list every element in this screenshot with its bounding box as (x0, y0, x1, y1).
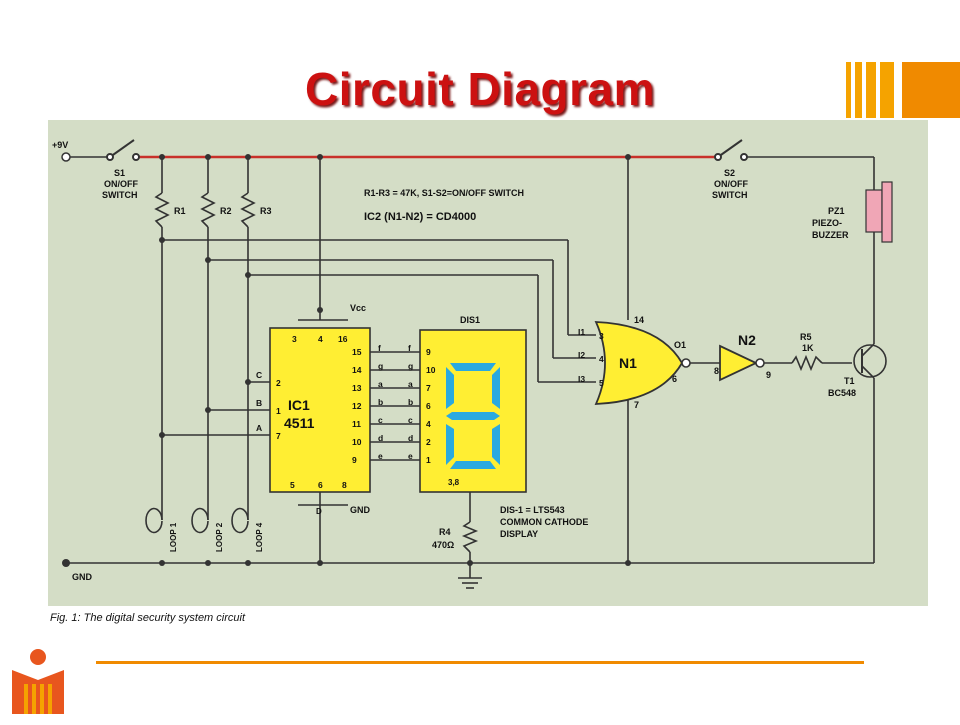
n1-input-pin: 4 (599, 354, 604, 364)
ic1-bottom-pin: 5 (290, 480, 295, 490)
ic1-right-pin: 12 (352, 401, 362, 411)
ic1-bottom-pin: 6 (318, 480, 323, 490)
r3-label: R3 (260, 206, 272, 216)
note-ic2: IC2 (N1-N2) = CD4000 (364, 211, 476, 223)
s1-name: S1 (114, 168, 125, 178)
pz1-label: PZ1 (828, 206, 845, 216)
n1-input-label: I2 (578, 350, 585, 360)
t1-part: BC548 (828, 388, 856, 398)
dis1-pin: 10 (426, 365, 436, 375)
s2-name: S2 (724, 168, 735, 178)
dis1-pin: 4 (426, 419, 431, 429)
s1-line2: SWITCH (102, 190, 138, 200)
s1-line1: ON/OFF (104, 179, 138, 189)
ic1-right-pin: 15 (352, 347, 362, 357)
ic1-segment-label: f (378, 343, 381, 353)
footer-rule (96, 661, 864, 664)
n2-in-pin: 8 (714, 366, 719, 376)
r2-label: R2 (220, 206, 232, 216)
dis1-common-pins: 3,8 (448, 478, 460, 487)
r5-label: R5 (800, 332, 812, 342)
note-resistors: R1-R3 = 47K, S1-S2=ON/OFF SWITCH (364, 188, 524, 198)
ground-label: GND (72, 572, 93, 582)
loop-label: LOOP 4 (255, 522, 264, 552)
dis1-segment-label: g (408, 361, 413, 371)
n2-label: N2 (738, 332, 756, 348)
dis1-segment-label: d (408, 433, 413, 443)
corner-logo (846, 62, 960, 118)
dis1-pin: 7 (426, 383, 431, 393)
s2-line1: ON/OFF (714, 179, 748, 189)
n2-out-pin: 9 (766, 370, 771, 380)
n1-vdd-pin: 14 (634, 315, 644, 325)
dis1-segment-label: e (408, 451, 413, 461)
dis1-label: DIS1 (460, 315, 480, 325)
n1-label: N1 (619, 355, 637, 371)
ic1-input-label: B (256, 398, 262, 408)
r5-value: 1K (802, 343, 814, 353)
figure-caption: Fig. 1: The digital security system circ… (50, 612, 246, 624)
s2-line2: SWITCH (712, 190, 748, 200)
dis1-segment-label: a (408, 379, 413, 389)
dis1-pin: 6 (426, 401, 431, 411)
pz1-line2: BUZZER (812, 230, 849, 240)
ic1-pin-d: D (316, 507, 322, 516)
ic1-left-pin: 1 (276, 406, 281, 416)
r4-value: 470Ω (432, 540, 454, 550)
n1-vss-pin: 7 (634, 400, 639, 410)
ic1-right-pin: 14 (352, 365, 362, 375)
dis1-desc3: DISPLAY (500, 529, 538, 539)
ic1-input-label: C (256, 370, 262, 380)
supply-label: +9V (52, 140, 68, 150)
n1-input-pin: 5 (599, 378, 604, 388)
brand-logo (4, 640, 76, 720)
pz1-line1: PIEZO- (812, 218, 842, 228)
dis1-pin: 9 (426, 347, 431, 357)
dis1-desc2: COMMON CATHODE (500, 517, 588, 527)
dis1-pin: 2 (426, 437, 431, 447)
n1-out-label: O1 (674, 340, 686, 350)
ic1-segment-label: b (378, 397, 383, 407)
ic1-right-pin: 10 (352, 437, 362, 447)
ic1-bottom-pin: 8 (342, 480, 347, 490)
dis1-desc1: DIS-1 = LTS543 (500, 505, 565, 515)
ic1-top-pin: 3 (292, 334, 297, 344)
ic1-part: 4511 (284, 415, 315, 431)
ic1-segment-label: e (378, 451, 383, 461)
ic1-input-label: A (256, 423, 262, 433)
ic1-segment-label: g (378, 361, 383, 371)
n1-out-pin: 6 (672, 374, 677, 384)
ic1-right-pin: 9 (352, 455, 357, 465)
circuit-diagram: +9V GND S1 ON/OFF SWITCH S2 ON/OFF SWITC… (48, 120, 928, 606)
loop-label: LOOP 1 (169, 522, 178, 552)
dis1-pin: 1 (426, 455, 431, 465)
r4-label: R4 (439, 527, 451, 537)
ic1-gnd-label: GND (350, 505, 371, 515)
n1-input-pin: 3 (599, 331, 604, 341)
ic1-left-pin: 7 (276, 431, 281, 441)
slide-title: Circuit Diagram (304, 63, 656, 115)
n1-input-label: I1 (578, 327, 585, 337)
ic1-segment-label: c (378, 415, 383, 425)
dis1-segment-label: f (408, 343, 411, 353)
r1-label: R1 (174, 206, 186, 216)
ic1-left-pin: 2 (276, 378, 281, 388)
ic1-right-pin: 13 (352, 383, 362, 393)
ic1-right-pin: 11 (352, 419, 361, 429)
loop-label: LOOP 2 (215, 522, 224, 552)
n1-input-label: I3 (578, 374, 585, 384)
ic1-top-pin: 4 (318, 334, 323, 344)
ic1-segment-label: d (378, 433, 383, 443)
dis1-segment-label: b (408, 397, 413, 407)
ic1-name: IC1 (288, 397, 310, 413)
dis1-segment-label: c (408, 415, 413, 425)
vcc-label: Vcc (350, 303, 366, 313)
ic1-segment-label: a (378, 379, 383, 389)
ic1-top-pin: 16 (338, 334, 348, 344)
t1-label: T1 (844, 376, 855, 386)
